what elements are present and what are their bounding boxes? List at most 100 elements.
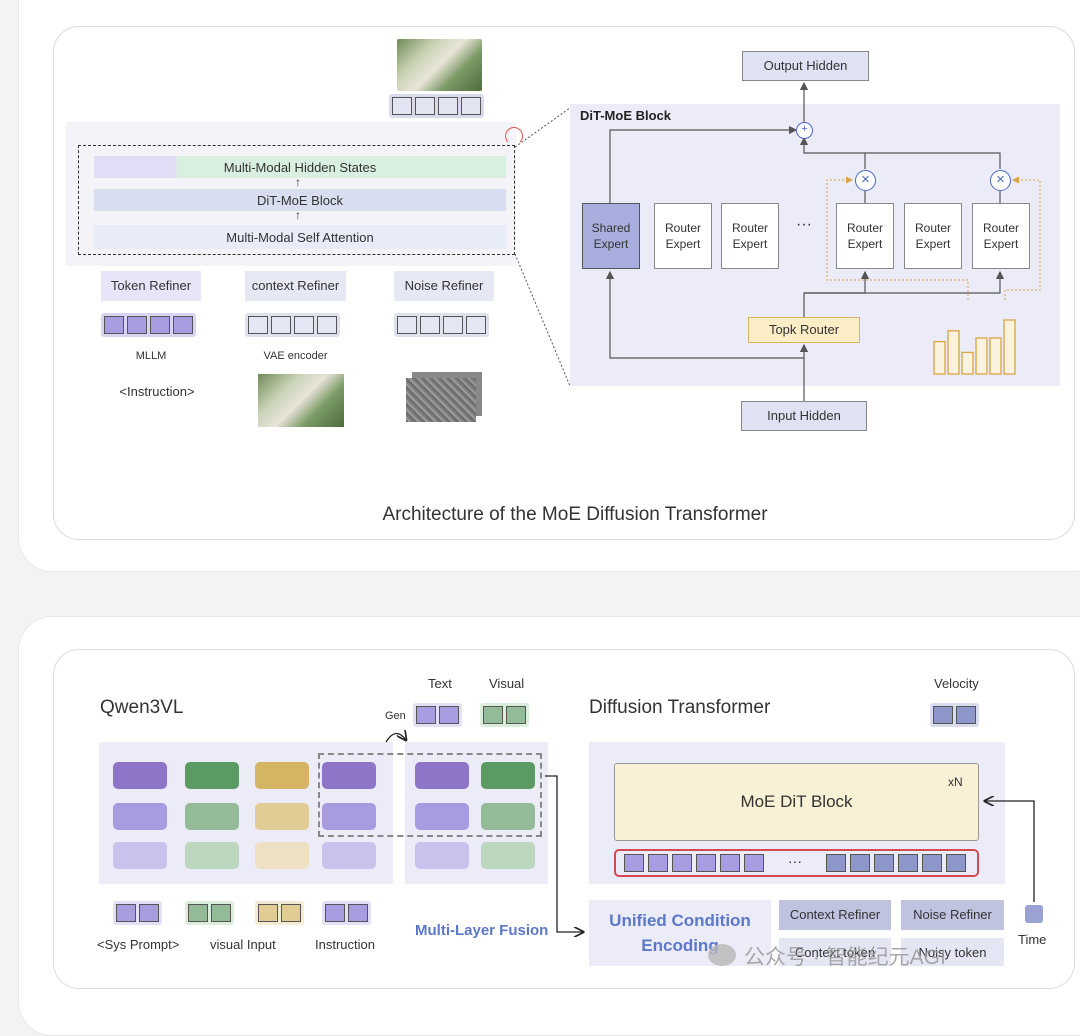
multiply-glyph-2: ×: [996, 171, 1005, 188]
pill-inst-3: [322, 842, 376, 869]
pill-sys-2: [113, 803, 167, 830]
velocity-token-row: [930, 703, 979, 727]
bottom-connectors: [385, 640, 1035, 980]
refresh-icon: [505, 127, 523, 145]
block-connectors: [605, 81, 1041, 401]
watermark: 公众号 · 智能纪元AGI: [744, 946, 946, 969]
noise-refiner-bottom: [901, 900, 1004, 930]
output-hidden-box: Output Hidden: [742, 51, 869, 81]
selection-dashed-box: [318, 753, 542, 837]
dit-moe-block-title: DiT-MoE Block: [580, 108, 672, 123]
pill-sys-3: [113, 842, 167, 869]
topk-router-box: Topk Router: [748, 317, 860, 343]
router-score-bar: [961, 351, 974, 375]
multiply-glyph-1: ×: [861, 171, 870, 188]
legend-instruction-swatch: [322, 901, 371, 925]
pill-gold-2: [255, 803, 309, 830]
unified-condition-line1: Unified Condition: [609, 911, 751, 930]
noise-token-row: [394, 313, 489, 337]
stack-dashed-box: [78, 145, 515, 255]
noise-refiner-label: Noise Refiner: [404, 278, 484, 293]
context-refiner-bottom: [779, 900, 891, 930]
noisy-token-label: Noisy token: [918, 945, 987, 960]
stack-arrow-2: ↑: [295, 208, 301, 222]
context-token-label: Context token: [794, 945, 876, 960]
input-image: [258, 374, 344, 427]
router-expert-3: Router Expert: [836, 203, 894, 269]
top-caption: Architecture of the MoE Diffusion Transf…: [382, 504, 768, 525]
noise-refiner-bottom-label: Noise Refiner: [913, 907, 992, 922]
zoom-lines: [514, 107, 571, 387]
pill-gold-1: [255, 762, 309, 789]
time-label: Time: [1018, 932, 1047, 947]
token-sequence-left: [624, 854, 764, 872]
router-bar-chart: [933, 319, 1016, 375]
token-sequence-ellipsis: ···: [788, 853, 802, 869]
self-attention-label: Multi-Modal Self Attention: [226, 230, 374, 245]
moe-dit-block-label: MoE DiT Block: [740, 792, 853, 811]
pill-vis-1: [185, 762, 239, 789]
pill-gold-3: [255, 842, 309, 869]
token-refiner: [101, 271, 201, 301]
context-refiner-bottom-label: Context Refiner: [789, 907, 881, 922]
token-sequence-bar: [614, 849, 979, 877]
token-refiner-label: Token Refiner: [110, 278, 192, 293]
router-score-bar: [1003, 319, 1016, 375]
input-hidden-box: Input Hidden: [741, 401, 867, 431]
gen-label: Gen: [385, 710, 406, 722]
pill-out-text-1: [415, 762, 469, 789]
time-token: [1025, 905, 1043, 923]
multiply-node-2: [990, 170, 1011, 191]
shared-expert-box: Shared Expert: [582, 203, 640, 269]
pill-out-vis-3: [481, 842, 535, 869]
noise-image: [406, 378, 476, 422]
legend-sys-prompt: <Sys Prompt>: [97, 937, 180, 952]
router-score-bar: [947, 330, 960, 375]
router-expert-2: Router Expert: [721, 203, 779, 269]
context-refiner: [245, 271, 346, 301]
pill-vis-2: [185, 803, 239, 830]
plus-glyph: +: [801, 123, 808, 135]
context-refiner-label: context Refiner: [251, 278, 340, 293]
hidden-states-bar: [94, 156, 506, 178]
token-sequence-right: [826, 854, 966, 872]
moe-dit-block: [614, 763, 979, 841]
pill-inst-1: [322, 762, 376, 789]
legend-sys-swatch: [113, 901, 162, 925]
pill-out-vis-1: [481, 762, 535, 789]
instruction-label: <Instruction>: [119, 384, 195, 399]
dit-moe-block-label: DiT-MoE Block: [257, 193, 343, 208]
noisy-token-bar: [901, 938, 1004, 966]
pill-sys-1: [113, 762, 167, 789]
mllm-label: MLLM: [135, 350, 167, 362]
router-score-bar: [933, 340, 946, 375]
stack-arrow-1: ↑: [295, 175, 301, 189]
unified-condition-line2: Encoding: [641, 936, 719, 955]
self-attention-bar: [94, 225, 506, 249]
legend-visual-swatch: [185, 901, 234, 925]
visual-label: Visual: [489, 676, 525, 691]
pill-inst-2: [322, 803, 376, 830]
legend-instruction: Instruction: [315, 937, 375, 952]
text-label: Text: [428, 676, 452, 691]
context-token-bar: [779, 938, 891, 966]
noise-refiner: [394, 271, 494, 301]
dit-title: Diffusion Transformer: [589, 697, 771, 718]
hidden-states-label: Multi-Modal Hidden States: [223, 160, 377, 175]
plus-node: [796, 122, 813, 139]
dit-moe-block-bar: [94, 189, 506, 211]
router-score-bar: [975, 337, 988, 375]
legend-gold-swatch: [255, 901, 304, 925]
router-expert-4: Router Expert: [904, 203, 962, 269]
visual-token-row: [480, 703, 529, 727]
unified-condition-box: [589, 900, 771, 966]
text-token-row: [413, 703, 462, 727]
velocity-label: Velocity: [934, 676, 979, 691]
mllm-token-row: [101, 313, 196, 337]
qwen-title: Qwen3VL: [100, 697, 184, 718]
wechat-icon: [708, 944, 736, 966]
multiply-node-1: [855, 170, 876, 191]
multilayer-fusion-label: Multi-Layer Fusion: [415, 922, 549, 939]
output-image: [397, 39, 482, 91]
legend-visual-input: visual Input: [210, 937, 276, 952]
